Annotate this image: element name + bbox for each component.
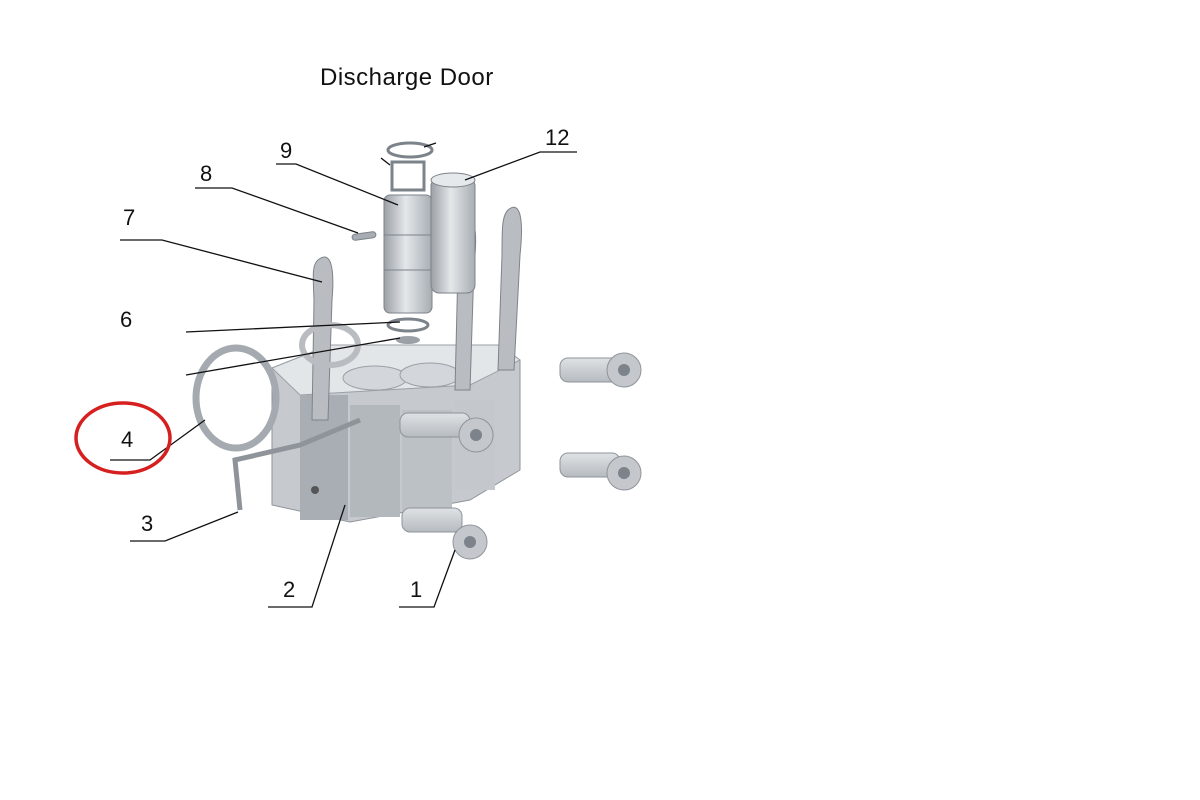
- callout-2: 2: [283, 577, 295, 602]
- diagram-title: Discharge Door: [320, 64, 494, 91]
- callout-labels: 1 2 3 4 6 7 8 9 12: [120, 125, 569, 602]
- shaft-part: [383, 141, 434, 344]
- highlight-circle: [74, 401, 172, 475]
- pin-part: [351, 231, 377, 241]
- bolt-part: [399, 352, 642, 560]
- callout-6: 6: [120, 307, 132, 332]
- roller-part: [430, 172, 476, 294]
- callout-7: 7: [123, 205, 135, 230]
- callout-4: 4: [121, 427, 133, 452]
- callout-1: 1: [410, 577, 422, 602]
- leader-lines: [110, 142, 577, 608]
- callout-3: 3: [141, 511, 153, 536]
- callout-9: 9: [280, 138, 292, 163]
- callout-8: 8: [200, 161, 212, 186]
- callout-12: 12: [545, 125, 569, 150]
- wire-handle-part: [232, 417, 361, 511]
